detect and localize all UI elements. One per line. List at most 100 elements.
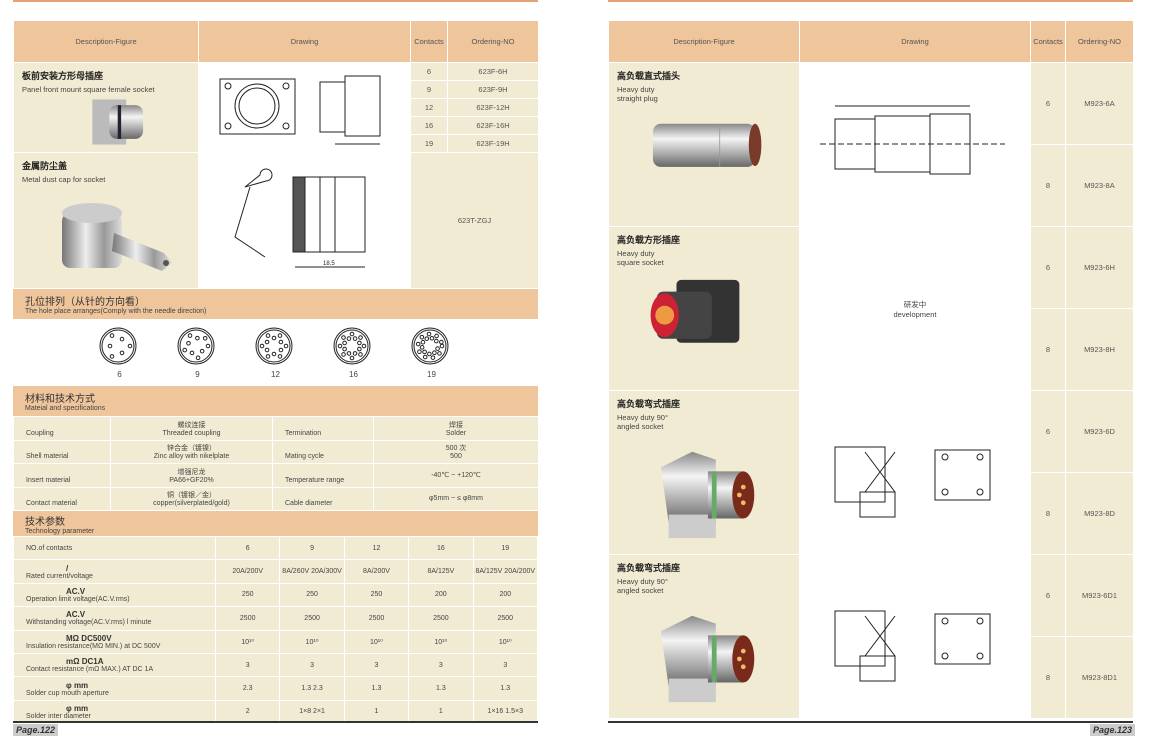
bottom-rule [13,721,538,723]
spec-value-en: copper(silverplated/gold) [153,500,230,508]
bottom-rule [608,721,1133,723]
product-title-cn: 金属防尘盖 [22,161,68,171]
drawing-cell [799,390,1031,555]
tech-label: /Rated current/voltage [13,559,216,584]
tech-value: 3 [279,652,345,678]
drawing-cell [799,554,1031,719]
spec-value-en: 500 [450,453,462,461]
tech-symbol: / [66,563,69,573]
development-label-en: development [893,309,937,319]
product-title-cn: 高负载弯式插座 [617,399,681,409]
spec-value-en: φ5mm ~ ≤ φ8mm [429,495,483,503]
page-122: Description-Figure Drawing Contacts Orde… [13,20,539,725]
tech-value: 16 [408,535,474,561]
product-description: 金属防尘盖 Metal dust cap for socket [13,152,199,289]
section-title-cn: 材料和技术方式 [25,394,95,405]
svg-text:18.5: 18.5 [323,261,335,267]
product-title-cn: 板前安装方形母插座 [22,71,104,81]
hole-arrangement: 9 [176,326,220,379]
tech-symbol: MΩ DC500V [66,633,112,643]
spec-label: Insert material [13,463,111,488]
spec-value-cn: 增强尼龙 [177,468,206,476]
tech-label-text: Solder cup mouth aperture [26,689,109,697]
tech-symbol: AC.V [66,610,86,620]
technical-drawing [820,105,1005,174]
header-description: Description-Figure [608,20,800,63]
spec-value-cn: 500 次 [445,445,467,453]
ordering-no: M923-8D1 [1065,636,1134,719]
product-title-cn: 高负载弯式插座 [617,563,681,573]
development-label-cn: 研发中 [903,299,927,309]
product-photo [652,123,762,167]
tech-value: 8A/125V 20A/200V [472,559,539,584]
spec-value-en: -40℃ ~ +120℃ [431,472,481,480]
product-table: Description-Figure Drawing Contacts Orde… [13,20,539,289]
tech-value: 3 [408,652,474,678]
contacts-value: 8 [1030,308,1066,391]
tech-value: 8A/125V [408,559,474,584]
spec-value: 锌合金（镀镍）Zinc alloy with nikelplate [110,439,273,464]
spec-label: Termination [272,416,374,441]
spec-value: -40℃ ~ +120℃ [373,463,539,488]
tech-label: NO.of contacts [13,535,216,561]
header-contacts: Contacts [410,20,448,63]
tech-value: 10¹⁰ [214,629,281,654]
spec-value-en: Solder [445,429,467,437]
tech-value: 6 [214,535,281,561]
page-123: Description-Figure Drawing Contacts Orde… [608,20,1134,719]
pin-layout-icon [177,327,214,365]
spec-label: Contact material [13,486,111,511]
spec-value-en: PA66+GF20% [169,476,214,484]
pin-layout-icon [255,327,292,365]
product-photo [660,451,755,539]
contacts-value: 8 [1030,636,1066,719]
tech-label-text: NO.of contacts [26,544,73,552]
tech-value: 1 [408,699,474,725]
hole-arrangement: 16 [332,326,376,379]
section-title-en: Technology parameter [25,528,95,535]
ordering-no: M923-6D [1065,390,1134,473]
ordering-no: 623F-16H [447,116,539,135]
drawing-panel-socket [198,62,411,153]
tech-value: 250 [279,582,345,608]
contacts-value: 6 [1030,554,1066,637]
page-number: Page.123 [1090,724,1136,736]
tech-symbol: mΩ DC1A [66,657,104,667]
tech-value: 250 [343,582,410,608]
header-drawing: Drawing [799,20,1031,63]
spec-value-cn: 焊接 [449,421,463,429]
product-title-en: Heavy duty 90° angled socket [617,413,668,431]
contacts-value: 6 [1030,226,1066,309]
product-title-en: Heavy duty 90° angled socket [617,577,668,595]
ordering-no: M923-8A [1065,144,1134,227]
header-drawing: Drawing [198,20,411,63]
spec-label: Cable diameter [272,486,374,511]
ordering-no: M923-6D1 [1065,554,1134,637]
tech-value: 9 [279,535,345,561]
spec-value-en: Zinc alloy with nikelplate [153,453,230,461]
hole-count-label: 16 [349,370,358,379]
product-photo [650,279,740,343]
panel-socket-drawing [219,75,380,145]
contacts-value: 6 [1030,390,1066,473]
tech-value: 1×8 2×1 [279,699,345,725]
product-title-en: Metal dust cap for socket [22,175,106,184]
tech-value: 1.3 [408,676,474,701]
tech-value: 10¹⁰ [408,629,474,654]
dust-cap-drawing: 18.5 [233,168,365,268]
contacts-value: 6 [1030,62,1066,145]
